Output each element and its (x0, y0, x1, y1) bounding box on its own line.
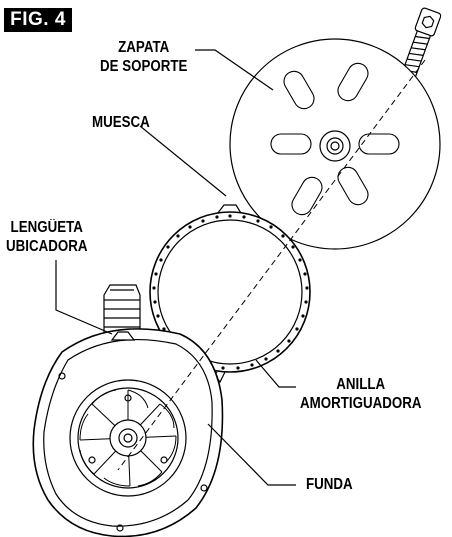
leader-lengueta (55, 260, 113, 335)
label-muesca: MUESCA (92, 114, 150, 131)
label-anilla-amortiguadora: ANILLA AMORTIGUADORA (300, 375, 421, 413)
label-funda: FUNDA (306, 476, 353, 493)
screw-icon (400, 7, 442, 80)
backing-pad (229, 38, 441, 250)
figure-number-badge: FIG. 4 (4, 8, 72, 32)
label-anilla-line-2: AMORTIGUADORA (300, 395, 422, 412)
label-zapata-line-2: DE SOPORTE (100, 58, 188, 75)
sander-housing (32, 284, 224, 537)
leader-funda (207, 423, 296, 486)
label-anilla-line-1: ANILLA (336, 376, 386, 393)
assembly-axis-line (117, 59, 426, 471)
label-lengueta-ubicadora: LENGÜETA UBICADORA (6, 218, 87, 256)
leader-muesca (139, 125, 227, 197)
label-zapata-de-soporte: ZAPATA DE SOPORTE (100, 38, 187, 76)
label-lengueta-line-1: LENGÜETA (10, 219, 83, 236)
leader-zapata (195, 49, 274, 91)
label-lengueta-line-2: UBICADORA (6, 238, 88, 255)
leader-anilla (255, 359, 296, 388)
leader-lines (55, 49, 296, 486)
label-zapata-line-1: ZAPATA (118, 39, 170, 56)
